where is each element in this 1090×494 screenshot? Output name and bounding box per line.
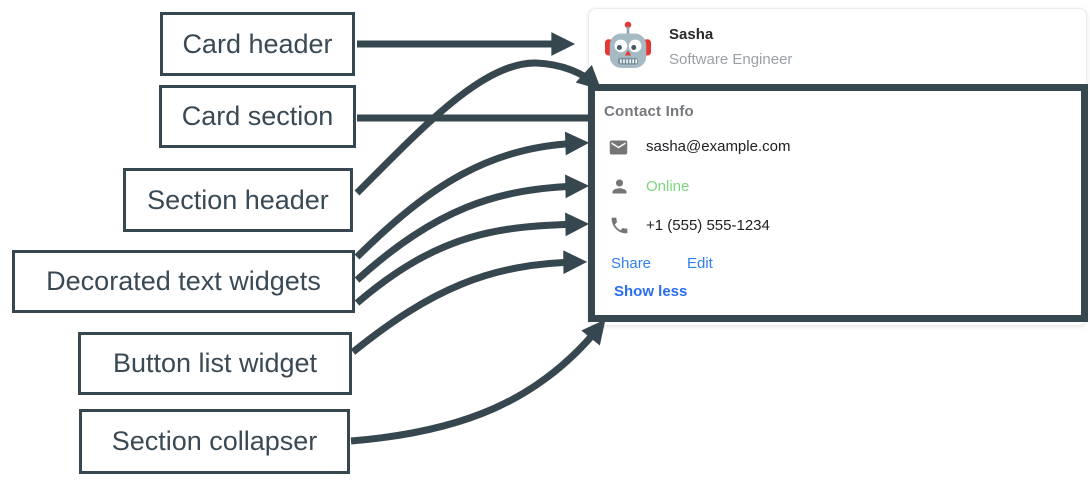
arrow-decorated-email <box>354 131 590 260</box>
arrow-decorated-online <box>354 174 590 283</box>
arrow-section-collapser <box>350 319 606 445</box>
phone-text: +1 (555) 555-1234 <box>646 217 770 234</box>
status-text: Online <box>646 178 690 195</box>
phone-icon <box>609 215 630 236</box>
email-icon <box>608 137 629 158</box>
arrow-button-list <box>350 250 588 355</box>
label-button-list-widget: Button list widget <box>78 332 352 395</box>
email-text: sasha@example.com <box>646 138 791 155</box>
contact-card: Sasha Software Engineer Contact Info sas… <box>588 8 1087 326</box>
label-decorated-text-widgets: Decorated text widgets <box>12 250 355 313</box>
section-header-title: Contact Info <box>604 103 694 120</box>
share-button[interactable]: Share <box>611 255 652 272</box>
arrow-decorated-phone <box>354 212 590 306</box>
contact-name: Sasha <box>669 26 714 43</box>
edit-button[interactable]: Edit <box>687 255 713 272</box>
label-section-collapser: Section collapser <box>79 409 350 474</box>
label-section-header: Section header <box>123 168 353 232</box>
label-card-section: Card section <box>159 85 356 148</box>
arrow-section-header <box>354 59 602 196</box>
contact-subtitle: Software Engineer <box>669 51 793 68</box>
robot-avatar-icon <box>605 19 651 69</box>
show-less-button[interactable]: Show less <box>614 283 688 300</box>
label-card-header: Card header <box>160 12 355 76</box>
person-icon <box>609 176 630 197</box>
